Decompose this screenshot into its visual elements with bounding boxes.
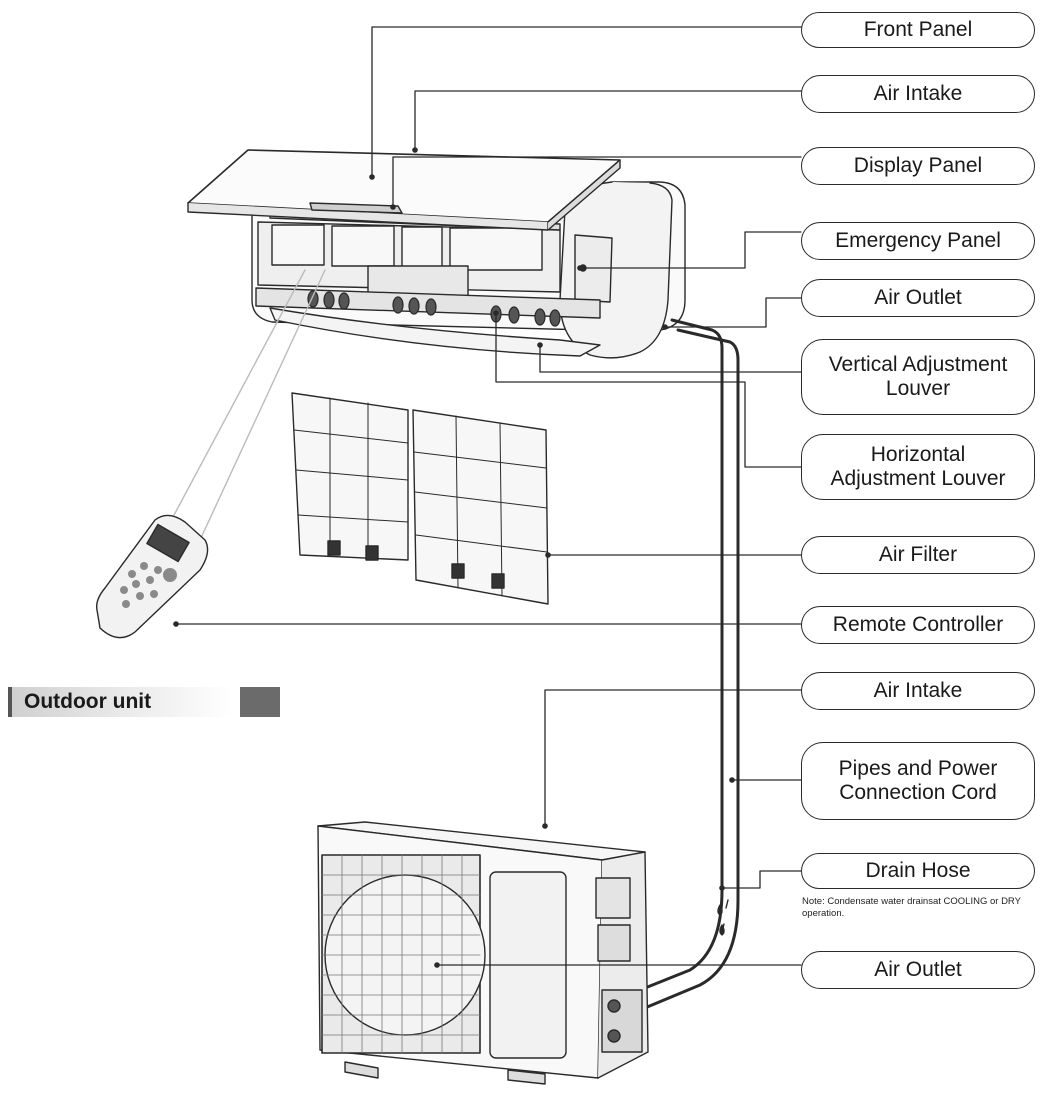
- callout-drain-hose: Drain Hose: [801, 853, 1035, 889]
- callout-label: Front Panel: [863, 18, 973, 41]
- indoor-unit-drawing: [187, 149, 686, 359]
- header-edge: [8, 687, 12, 717]
- callout-label: Emergency Panel: [835, 229, 1001, 252]
- callout-display-panel: Display Panel: [801, 147, 1035, 185]
- callout-label: Drain Hose: [865, 859, 971, 882]
- outdoor-unit-header: Outdoor unit: [8, 687, 280, 717]
- callout-label: Air Filter: [878, 543, 958, 566]
- header-bar: [8, 687, 233, 717]
- callout-pipes-power-cord: Pipes and Power Connection Cord: [801, 742, 1035, 820]
- callout-air-outlet-indoor: Air Outlet: [801, 279, 1035, 317]
- callout-horizontal-louver: Horizontal Adjustment Louver: [801, 434, 1035, 500]
- callout-label-line2: Louver: [885, 377, 951, 400]
- outdoor-unit-drawing: [317, 821, 649, 1085]
- callout-label-line1: Pipes and Power: [838, 757, 998, 780]
- callout-label: Air Outlet: [874, 958, 962, 981]
- callout-remote-controller: Remote Controller: [801, 606, 1035, 644]
- callout-label-line1: Horizontal: [870, 443, 966, 466]
- remote-controller-drawing: [95, 269, 326, 639]
- callout-label: Air Intake: [873, 82, 963, 105]
- callout-label: Air Outlet: [874, 286, 962, 309]
- leader-lines: [175, 26, 802, 966]
- callout-label: Display Panel: [853, 154, 983, 177]
- callout-air-filter: Air Filter: [801, 536, 1035, 574]
- callout-label: Remote Controller: [832, 613, 1004, 636]
- callout-vertical-louver: Vertical Adjustment Louver: [801, 339, 1035, 415]
- drain-note: Note: Condensate water drainsat COOLING …: [802, 896, 1021, 919]
- callout-label: Air Intake: [873, 679, 963, 702]
- callout-label-line2: Connection Cord: [839, 781, 997, 804]
- callout-emergency-panel: Emergency Panel: [801, 222, 1035, 260]
- callout-label-line2: Adjustment Louver: [830, 467, 1006, 490]
- header-label: Outdoor unit: [24, 690, 152, 713]
- header-tab: [240, 687, 280, 717]
- air-filter-drawing: [291, 392, 549, 605]
- callout-air-intake-indoor: Air Intake: [801, 75, 1035, 113]
- callout-air-intake-outdoor: Air Intake: [801, 672, 1035, 710]
- callout-front-panel: Front Panel: [801, 12, 1035, 48]
- callout-air-outlet-outdoor: Air Outlet: [801, 951, 1035, 989]
- pipes-drawing: [638, 318, 740, 1012]
- callout-label-line1: Vertical Adjustment: [828, 353, 1008, 376]
